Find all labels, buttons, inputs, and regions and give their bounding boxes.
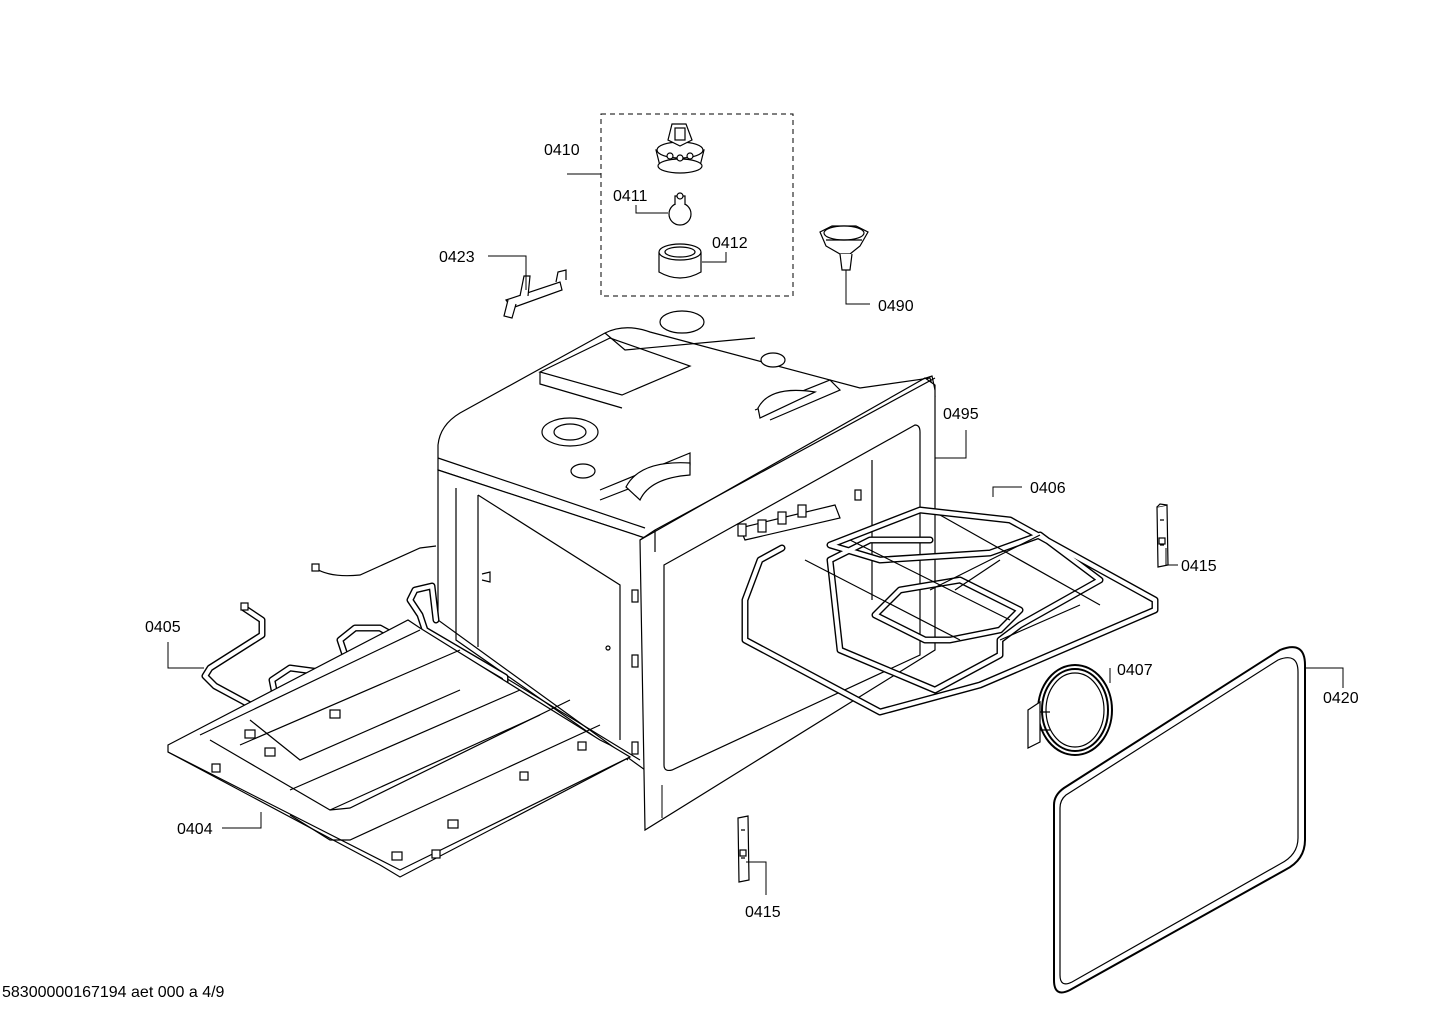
leader-0406 [992,486,1022,497]
lamp-assembly-dashed-box [600,113,794,297]
leader-0420 [1305,667,1344,688]
leader-0412 [702,252,727,263]
document-code: 58300000167194 aet 000 a 4/9 [2,984,225,1001]
leader-0415-bottom [746,861,767,895]
leader-0490 [845,270,870,305]
leader-0415-top [1165,548,1178,566]
hinge-clip-part-bottom [737,815,767,895]
lamp-holder-part [655,123,705,174]
leader-0411 [635,205,668,214]
leader-0405 [167,642,204,669]
callout-0405: 0405 [145,619,181,636]
lamp-socket-part [819,225,870,305]
leader-0423 [488,255,527,290]
oven-cavity-part [437,310,967,832]
callout-0406: 0406 [1030,480,1066,497]
leader-0495 [935,430,967,459]
callout-0404: 0404 [177,821,213,838]
lamp-bulb-part [668,192,692,226]
top-heating-element-part [737,486,1159,716]
callout-0407: 0407 [1117,662,1153,679]
callout-0423: 0423 [439,249,475,266]
ring-heating-element-part [1027,664,1113,756]
hinge-clip-part-top [1156,503,1178,568]
bottom-tray-part [167,619,632,878]
callout-0412: 0412 [712,235,748,252]
leader-0404 [222,812,262,829]
lamp-assembly-group [567,113,794,297]
bracket-part [488,255,567,319]
callout-0415-bottom: 0415 [745,904,781,921]
callout-0495: 0495 [943,406,979,423]
door-gasket-part [1053,646,1344,994]
callout-0410: 0410 [544,142,580,159]
callout-0490: 0490 [878,298,914,315]
callout-0415-top: 0415 [1181,558,1217,575]
lamp-cover-part [658,243,702,279]
callout-0411: 0411 [613,188,648,205]
callout-0420: 0420 [1323,690,1359,707]
